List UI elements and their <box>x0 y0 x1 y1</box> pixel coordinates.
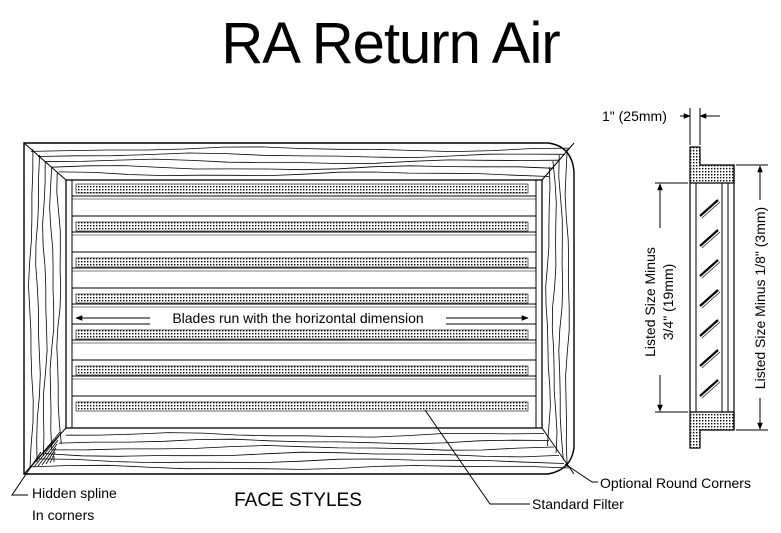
section-blades <box>699 199 721 399</box>
listed-size-minus-18-label: Listed Size Minus 1/8" (3mm) <box>752 207 768 389</box>
blades-label: Blades run with the horizontal dimension <box>172 310 423 326</box>
section-dimensions <box>655 108 768 431</box>
hidden-spline-label-1: Hidden spline <box>32 485 117 501</box>
callouts <box>11 409 598 505</box>
face-styles-label: FACE STYLES <box>234 490 362 511</box>
optional-round-corners-label: Optional Round Corners <box>600 475 751 491</box>
front-view <box>23 142 575 475</box>
hidden-spline-hatch <box>29 431 61 469</box>
standard-filter-label: Standard Filter <box>532 496 624 512</box>
wood-grain <box>28 146 570 470</box>
flange-width-label: 1" (25mm) <box>602 108 667 124</box>
blades-dimension: Blades run with the horizontal dimension <box>75 308 529 328</box>
listed-size-minus-34-label-1: Listed Size Minus <box>642 247 658 357</box>
frame-outline <box>23 142 575 475</box>
listed-size-minus-34-label-2: 3/4" (19mm) <box>660 264 676 341</box>
page-title: RA Return Air <box>221 11 560 76</box>
filter-mesh <box>75 183 529 412</box>
hidden-spline-label-2: In corners <box>32 507 94 523</box>
section-view <box>689 146 735 449</box>
